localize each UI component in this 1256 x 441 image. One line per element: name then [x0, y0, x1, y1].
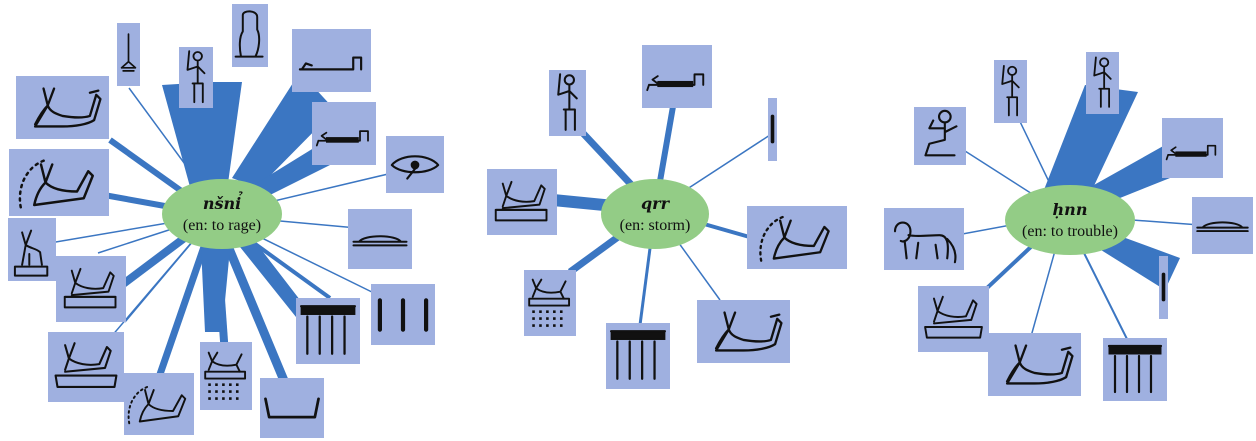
node-qrr[interactable]: [601, 179, 709, 249]
network-qrr: qrr (en: storm): [487, 45, 847, 389]
node-hnn-term: ḥnn: [1053, 200, 1088, 219]
network-nsni: nšnỉ (en: to rage): [8, 4, 444, 438]
node-qrr-gloss: (en: storm): [620, 217, 691, 234]
node-nsni-gloss: (en: to rage): [183, 217, 261, 234]
node-qrr-term: qrr: [641, 194, 671, 213]
node-nsni[interactable]: [162, 179, 282, 249]
node-hnn-gloss: (en: to trouble): [1022, 223, 1118, 240]
node-hnn[interactable]: [1005, 185, 1135, 255]
network-hnn: ḥnn (en: to trouble): [884, 52, 1253, 401]
